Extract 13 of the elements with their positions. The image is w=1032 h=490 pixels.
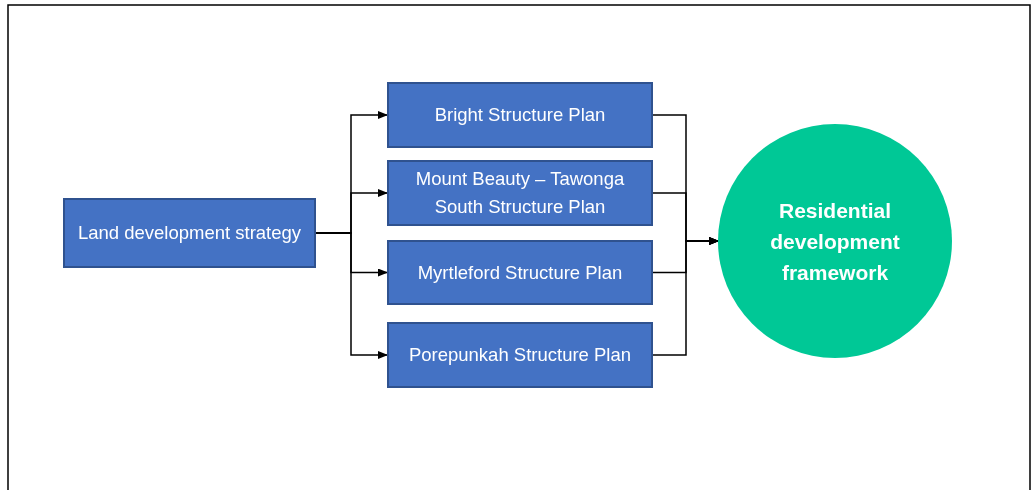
process-box (387, 322, 653, 388)
node-label: Mount Beauty – Tawonga South Structure Plan (414, 167, 626, 219)
node-label: Residential development framework (769, 197, 901, 286)
arrow (315, 232, 388, 359)
process-box (387, 240, 653, 305)
process-box (387, 82, 653, 148)
process-box (63, 198, 316, 268)
node-label: Land development strategy (77, 221, 302, 245)
node-label: Myrtleford Structure Plan (417, 260, 623, 285)
node-label: Bright Structure Plan (434, 103, 606, 127)
process-box (387, 160, 653, 226)
arrow (652, 237, 719, 356)
node-label: Porepunkah Structure Plan (408, 343, 632, 367)
